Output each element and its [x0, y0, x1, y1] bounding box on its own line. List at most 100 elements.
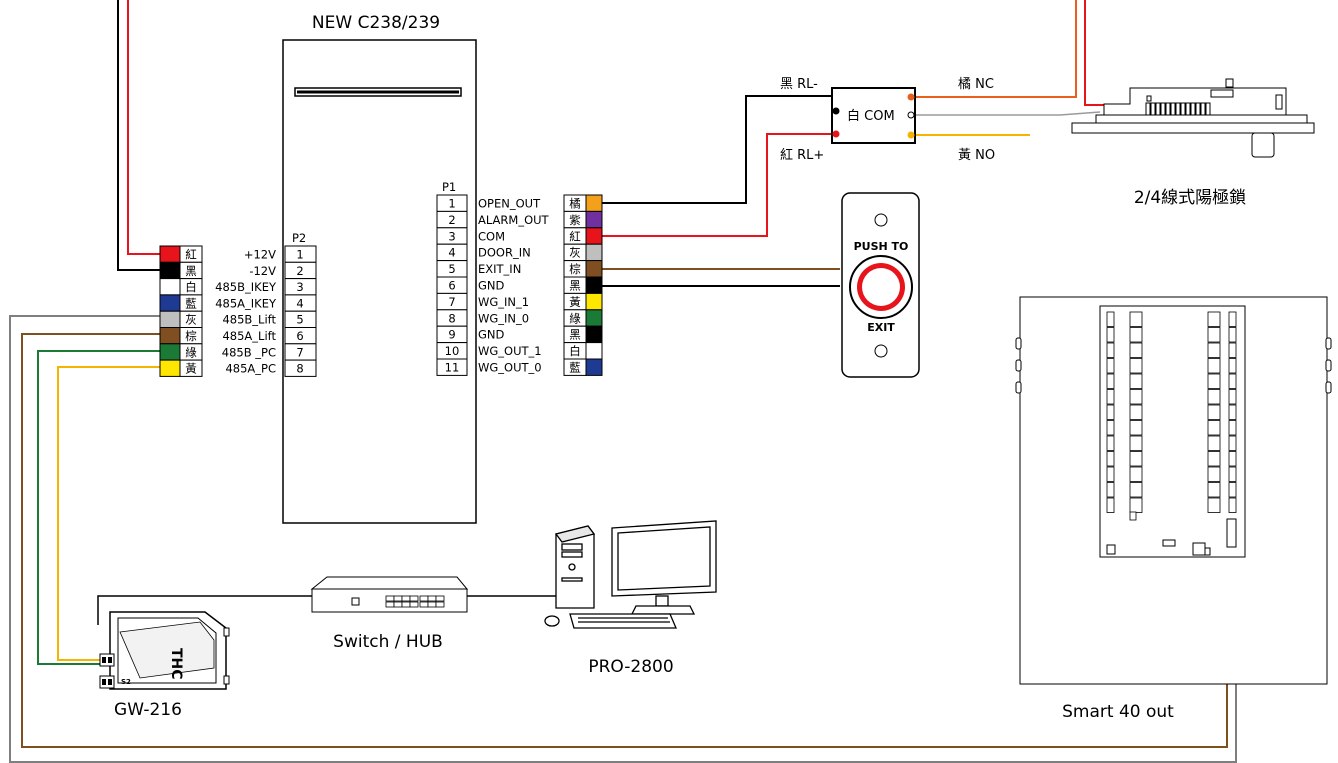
p2-pin-name: 485B_IKEY [215, 280, 277, 294]
smart-relay-cell [1228, 389, 1237, 405]
relay-rl-plus-label: 紅 RL+ [780, 148, 824, 163]
p1-pin-name: WG_IN_0 [478, 311, 529, 325]
relay-terminal-com [907, 111, 915, 119]
p2-wire-color-swatch [159, 310, 181, 329]
p2-pin-number: 5 [296, 313, 303, 327]
smart-relay-cell [1129, 311, 1143, 327]
p1-pin-number: 2 [448, 213, 455, 227]
p2-pin-name: 485B _PC [222, 345, 276, 359]
p1-wire-color-swatch [585, 210, 603, 229]
wire-nc-red-lock [1084, 0, 1130, 106]
wire-com-red [602, 133, 836, 237]
smart-relay-cell [1106, 327, 1115, 343]
smart-relay-cell [1106, 311, 1115, 327]
p1-pin-name: WG_IN_1 [478, 295, 529, 309]
smart-relay-cell [1228, 342, 1237, 358]
p2-wire-color-swatch [159, 359, 181, 377]
p1-pin-name: COM [478, 229, 505, 243]
smart-relay-cell [1228, 482, 1237, 498]
pc-label: PRO-2800 [588, 657, 673, 677]
p1-pin-row: 11 WG_OUT_0 藍 [436, 358, 603, 376]
p1-pin-number: 11 [445, 361, 460, 375]
p2-pin-number: 2 [296, 264, 303, 278]
p2-wire-color-swatch [159, 245, 181, 263]
smart-relay-cell [1207, 327, 1221, 343]
smart-relay-cell [1129, 466, 1143, 482]
smart-relay-cell [1129, 389, 1143, 405]
wire-power-black [117, 0, 160, 271]
p1-wire-color-swatch [585, 292, 603, 311]
p1-pin-name: DOOR_IN [478, 246, 531, 260]
lock-bolt [1251, 132, 1275, 158]
smart-relay-cell [1228, 451, 1237, 467]
p1-pin-name: EXIT_IN [478, 262, 521, 276]
smart-relay-cell [1207, 373, 1221, 389]
exit-button-bottom-text: EXIT [867, 321, 895, 334]
p2-color-char: 黑 [185, 264, 197, 278]
smart-relay-cell [1129, 451, 1143, 467]
p1-pin-number: 6 [448, 279, 455, 293]
p2-pin-name: 485B_Lift [222, 313, 276, 327]
pc-mouse [544, 615, 560, 627]
electric-lock: 2/4線式陽極鎖 [1071, 78, 1315, 208]
p1-pin-name: WG_OUT_1 [478, 344, 542, 358]
smart-rs485-port [1192, 542, 1206, 556]
wire-network-gw [97, 595, 312, 625]
p2-pin-number: 3 [296, 280, 303, 294]
p1-pin-row: 9 GND 黑 [436, 325, 603, 344]
smart-relay-cell [1106, 497, 1115, 513]
p1-color-char: 黃 [569, 295, 581, 309]
p1-color-char: 藍 [569, 361, 581, 375]
smart-relay-cell [1228, 466, 1237, 482]
p1-pin-name: WG_OUT_0 [478, 361, 542, 375]
svg-text:S2: S2 [121, 678, 131, 686]
relay-terminal-rl-minus [832, 107, 840, 115]
gateway-gw216: THC S2 GW-216 [99, 611, 230, 720]
p1-wire-color-swatch [585, 243, 603, 262]
switch-label: Switch / HUB [333, 632, 443, 652]
p1-pin-number: 4 [448, 246, 455, 260]
p1-pin-name: GND [478, 328, 505, 342]
relay-terminal-nc [907, 93, 915, 101]
p1-pin-name: GND [478, 279, 505, 293]
p1-pin-number: 9 [448, 328, 455, 342]
p1-pin-number: 5 [448, 262, 455, 276]
exit-button: PUSH TO EXIT [841, 192, 920, 378]
p1-pin-name: OPEN_OUT [478, 197, 541, 211]
wire-485b-pc-green [37, 350, 160, 665]
smart-relay-cell [1228, 373, 1237, 389]
p1-color-char: 綠 [569, 311, 581, 325]
smart-relay-cell [1129, 482, 1143, 498]
smart-relay-cell [1106, 466, 1115, 482]
p1-color-char: 黑 [569, 328, 581, 342]
relay-no-label: 黃 NO [958, 148, 995, 163]
p2-color-char: 白 [185, 280, 197, 294]
smart-relay-cell [1106, 482, 1115, 498]
p2-pin-number: 7 [296, 345, 303, 359]
p2-label: P2 [292, 231, 306, 245]
p2-color-char: 藍 [185, 296, 197, 310]
p1-pin-number: 10 [445, 344, 460, 358]
smart-relay-cell [1129, 420, 1143, 436]
smart-relay-cell [1207, 435, 1221, 451]
smart-relay-cell [1228, 497, 1237, 513]
lock-base [1071, 122, 1315, 134]
pc-workstation: PRO-2800 [544, 520, 717, 677]
smart-relay-cell [1207, 389, 1221, 405]
p2-pin-name: 485A_IKEY [215, 296, 277, 310]
p1-pin-number-cell [436, 358, 468, 376]
p2-wire-color-swatch [159, 343, 181, 361]
p2-wire-color-swatch [159, 327, 181, 345]
smart-relay-cell [1207, 420, 1221, 436]
lock-terminals [1145, 102, 1211, 116]
